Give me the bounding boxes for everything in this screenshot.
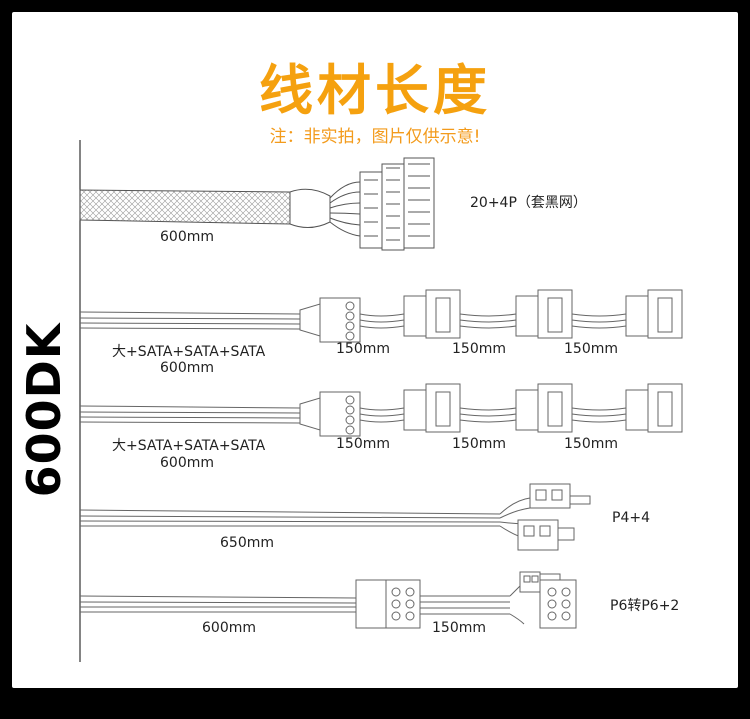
sata1-combo-label: 大+SATA+SATA+SATA <box>112 344 266 360</box>
sata1-segment-2: 150mm <box>452 341 506 357</box>
sata2-segment-3: 150mm <box>564 436 618 452</box>
cpu-cable <box>79 483 591 551</box>
sata2-segment-1: 150mm <box>336 436 390 452</box>
sata-cable-2 <box>79 383 683 437</box>
pcie-length-label: 600mm <box>202 620 256 636</box>
cpu-length-label: 650mm <box>220 535 274 551</box>
pcie-cable <box>79 571 577 629</box>
sata1-length-label: 600mm <box>160 360 214 376</box>
page-title: 线材长度 <box>259 59 491 122</box>
sata1-segment-3: 150mm <box>564 341 618 357</box>
atx-cable <box>79 157 435 251</box>
sata-cable-1 <box>79 289 683 343</box>
sata2-combo-label: 大+SATA+SATA+SATA <box>112 438 266 454</box>
atx-length-label: 600mm <box>160 229 214 245</box>
cpu-connector-label: P4+4 <box>612 510 650 526</box>
pcie-segment-label: 150mm <box>432 620 486 636</box>
page-subtitle: 注：非实拍，图片仅供示意! <box>269 127 481 147</box>
white-panel <box>12 12 738 688</box>
sata2-segment-2: 150mm <box>452 436 506 452</box>
sata1-segment-1: 150mm <box>336 341 390 357</box>
pcie-connector-label: P6转P6+2 <box>610 598 680 614</box>
sata2-length-label: 600mm <box>160 455 214 471</box>
atx-connector-label: 20+4P（套黑网） <box>470 195 587 211</box>
